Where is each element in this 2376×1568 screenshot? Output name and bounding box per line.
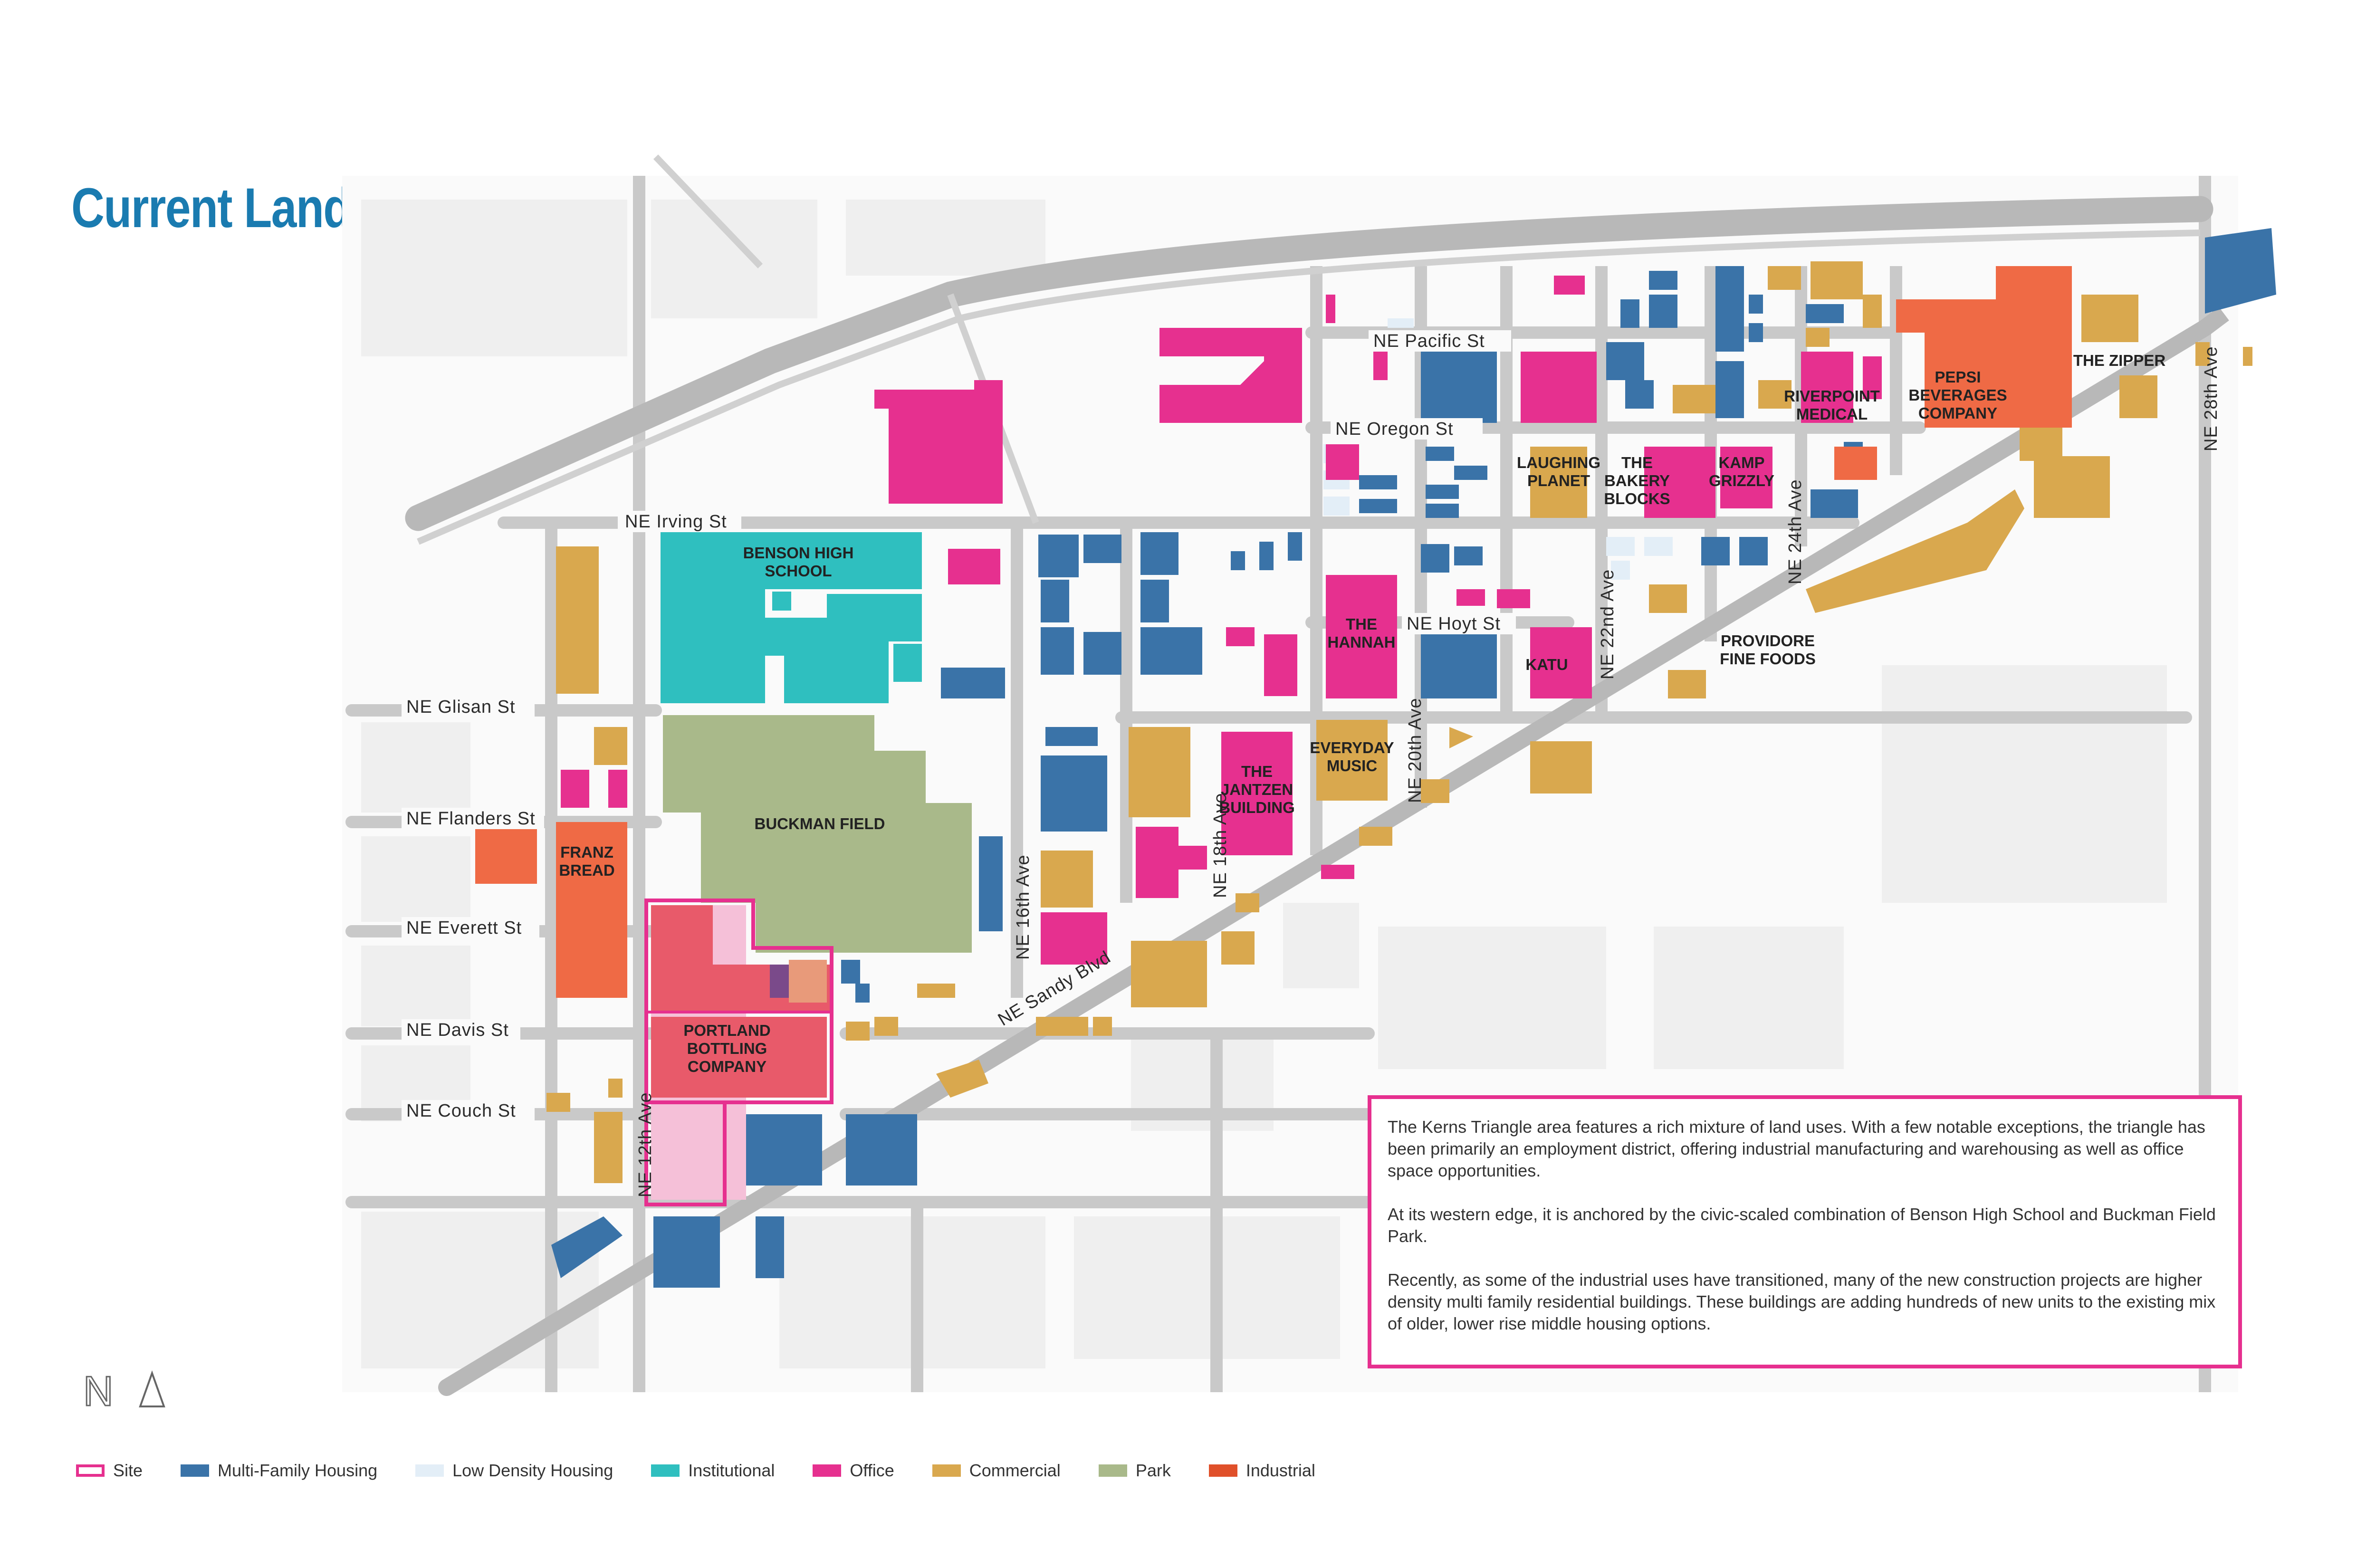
- legend-label: Commercial: [969, 1461, 1061, 1480]
- benson-high-school-parcel: [661, 532, 922, 589]
- label-ne-davis-st: NE Davis St: [406, 1020, 509, 1040]
- legend-item-industrial: Industrial: [1208, 1461, 1315, 1481]
- legend-swatch-commercial: [932, 1464, 961, 1477]
- legend-swatch-low-density: [415, 1464, 444, 1477]
- legend-label: Site: [113, 1461, 143, 1480]
- label-ne-couch-st: NE Couch St: [406, 1101, 516, 1121]
- legend-item-park: Park: [1098, 1461, 1171, 1481]
- label-ne-oregon-st: NE Oregon St: [1335, 419, 1454, 439]
- sandy-blvd-road: [438, 319, 2213, 1396]
- legend-label: Industrial: [1245, 1461, 1315, 1480]
- label-ne-18th-ave: NE 18th Ave: [1210, 793, 1230, 898]
- label-ne-16th-ave: NE 16th Ave: [1013, 854, 1033, 960]
- office-parcels: [561, 276, 1882, 965]
- legend-label: Multi-Family Housing: [218, 1461, 378, 1480]
- legend-item-low-density: Low Density Housing: [415, 1461, 613, 1481]
- legend-item-multi-family: Multi-Family Housing: [181, 1461, 377, 1481]
- north-letter: N: [83, 1368, 114, 1411]
- legend-item-commercial: Commercial: [932, 1461, 1061, 1481]
- franz-bread-parcel: [556, 822, 627, 998]
- legend-swatch-park: [1098, 1464, 1127, 1477]
- label-ne-28th-ave: NE 28th Ave: [2201, 346, 2221, 451]
- label-ne-hoyt-st: NE Hoyt St: [1407, 614, 1501, 634]
- street-labels: NE Irving St NE Glisan St NE Flanders St…: [402, 330, 2221, 1197]
- description-paragraph-1: The Kerns Triangle area features a rich …: [1388, 1117, 2205, 1180]
- legend-item-office: Office: [813, 1461, 894, 1481]
- description-paragraph-3: Recently, as some of the industrial uses…: [1388, 1270, 2216, 1333]
- label-ne-irving-st: NE Irving St: [625, 512, 727, 532]
- legend-item-institutional: Institutional: [651, 1461, 775, 1481]
- label-ne-pacific-st: NE Pacific St: [1373, 331, 1485, 351]
- site-parcel: [644, 899, 834, 1206]
- multi-family-housing-parcels: [551, 228, 2276, 1288]
- legend-label: Office: [850, 1461, 894, 1480]
- legend-swatch-industrial: [1208, 1464, 1237, 1477]
- legend-label: Low Density Housing: [452, 1461, 613, 1480]
- description-panel: The Kerns Triangle area features a rich …: [1368, 1095, 2242, 1368]
- label-katu: KATU: [1525, 656, 1568, 673]
- description-paragraph-2: At its western edge, it is anchored by t…: [1388, 1205, 2216, 1246]
- label-ne-22nd-ave: NE 22nd Ave: [1598, 569, 1618, 679]
- north-arrow-icon: N: [83, 1368, 165, 1411]
- legend-swatch-site: [76, 1464, 105, 1477]
- label-ne-12th-ave: NE 12th Ave: [635, 1092, 655, 1197]
- park-parcels: [663, 715, 972, 953]
- legend-swatch-office: [813, 1464, 842, 1477]
- buckman-field-parcel: [663, 715, 972, 953]
- label-the-zipper: THE ZIPPER: [2073, 352, 2166, 369]
- legend-swatch-institutional: [651, 1464, 680, 1477]
- commercial-parcels: [546, 261, 2252, 1183]
- pepsi-beverages-parcel: [1896, 266, 2072, 428]
- institutional-parcels: [661, 532, 922, 703]
- industrial-parcels: [475, 266, 2072, 998]
- label-ne-20th-ave: NE 20th Ave: [1405, 698, 1425, 803]
- legend-label: Park: [1135, 1461, 1171, 1480]
- label-buckman-field: BUCKMAN FIELD: [755, 815, 885, 832]
- label-ne-flanders-st: NE Flanders St: [406, 809, 536, 829]
- legend-item-site: Site: [76, 1461, 143, 1481]
- legend-swatch-multi-family: [181, 1464, 210, 1477]
- label-ne-24th-ave: NE 24th Ave: [1785, 479, 1805, 584]
- legend: Site Multi-Family Housing Low Density Ho…: [76, 1456, 1315, 1485]
- label-ne-everett-st: NE Everett St: [406, 918, 522, 938]
- legend-label: Institutional: [688, 1461, 775, 1480]
- label-ne-glisan-st: NE Glisan St: [406, 697, 516, 717]
